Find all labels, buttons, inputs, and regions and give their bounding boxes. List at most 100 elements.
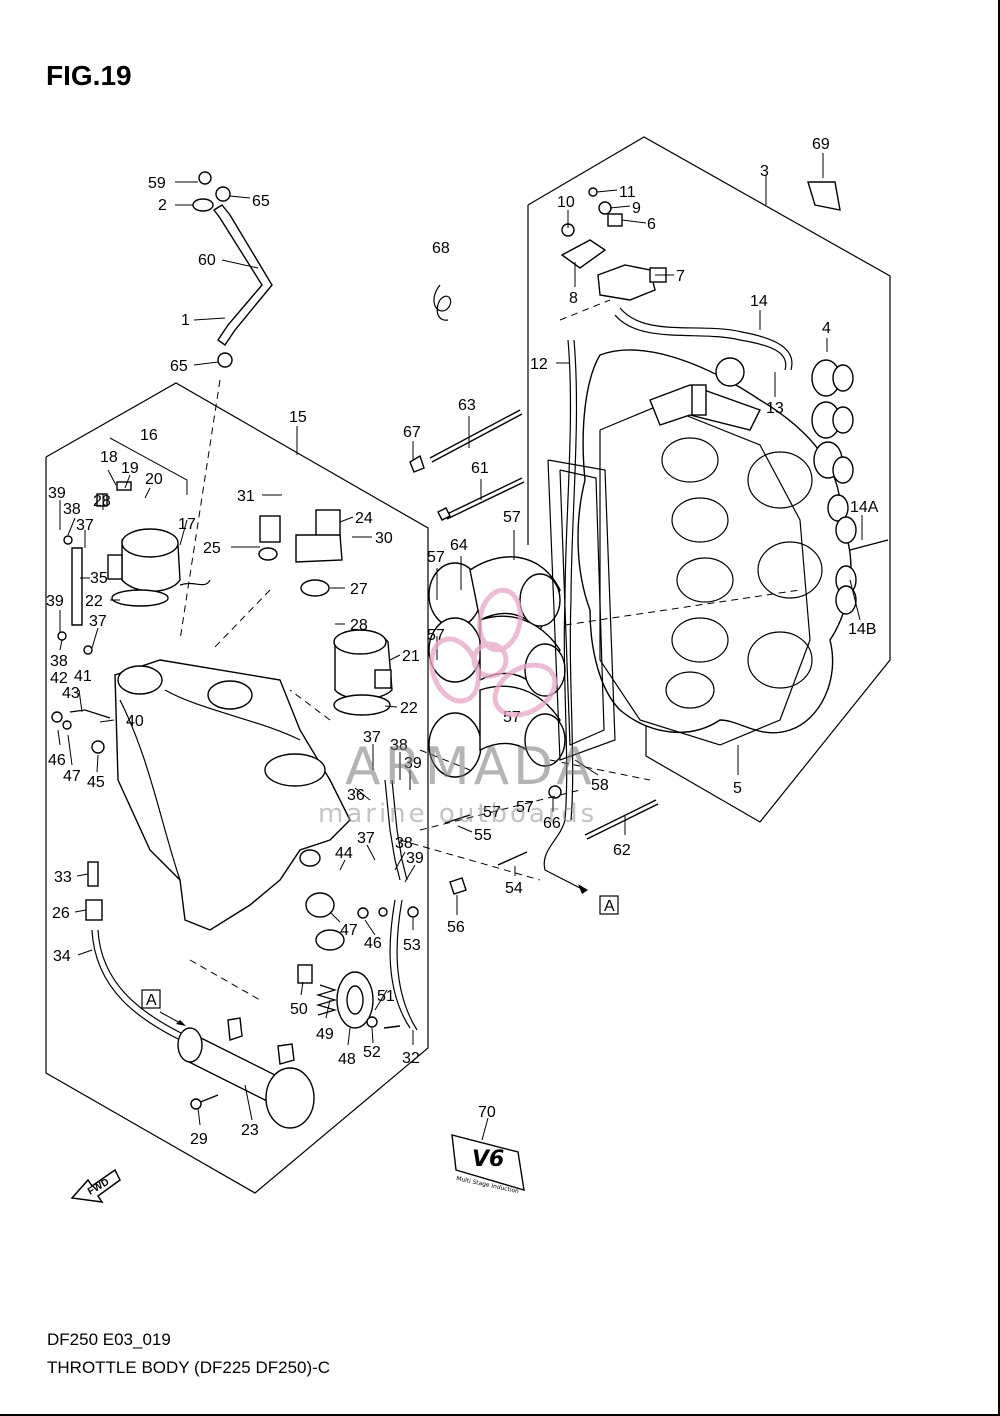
callout-63: 63 xyxy=(458,397,476,414)
callout-44: 44 xyxy=(335,845,353,862)
plenum-chamber xyxy=(114,659,351,931)
callout-65-1: 65 xyxy=(252,193,270,210)
callout-1: 1 xyxy=(181,312,190,329)
idle-hose-34 xyxy=(85,861,184,1041)
callout-57-6: 57 xyxy=(516,799,534,816)
emblem-text: V6 xyxy=(472,1147,504,1172)
callout-35: 35 xyxy=(90,570,108,587)
callout-43: 43 xyxy=(62,685,80,702)
section-marker-left-label: A xyxy=(146,992,157,1009)
callout-42: 42 xyxy=(50,670,68,687)
callout-57-5: 57 xyxy=(483,804,501,821)
callout-39-1: 39 xyxy=(48,485,66,502)
watermark-logo xyxy=(429,587,558,718)
callout-59: 59 xyxy=(148,175,166,192)
callout-55: 55 xyxy=(474,827,492,844)
callout-31: 31 xyxy=(237,488,255,505)
callout-labels: 69 3 11 10 9 6 7 8 68 14 4 12 13 63 67 6… xyxy=(46,136,879,1148)
callout-68: 68 xyxy=(432,240,450,257)
callout-3: 3 xyxy=(760,163,769,180)
callout-24: 24 xyxy=(355,510,373,527)
callout-36: 36 xyxy=(347,787,365,804)
callout-32: 32 xyxy=(402,1050,420,1067)
callout-26: 26 xyxy=(52,905,70,922)
callout-60: 60 xyxy=(198,252,216,269)
sensor-25 xyxy=(258,515,281,561)
callout-9: 9 xyxy=(632,200,641,217)
callout-7: 7 xyxy=(676,268,685,285)
callout-39-2: 39 xyxy=(46,593,64,610)
callout-4: 4 xyxy=(822,320,831,337)
callout-58: 58 xyxy=(591,777,609,794)
callout-28-2: 28 xyxy=(350,617,368,634)
callout-62: 62 xyxy=(613,842,631,859)
breather-hose xyxy=(192,171,273,368)
hose-14 xyxy=(614,307,793,371)
callout-10: 10 xyxy=(557,194,575,211)
throttle-link-35 xyxy=(51,481,132,754)
callout-38-4: 38 xyxy=(395,835,413,852)
fwd-arrow: FWD xyxy=(70,1168,121,1203)
callout-46-1: 46 xyxy=(48,752,66,769)
figure-caption: THROTTLE BODY (DF225 DF250)-C xyxy=(47,1358,331,1377)
callout-51: 51 xyxy=(377,988,395,1005)
callout-48: 48 xyxy=(338,1051,356,1068)
callout-38-2: 38 xyxy=(50,653,68,670)
bolts-right xyxy=(409,409,889,895)
callout-16: 16 xyxy=(140,427,158,444)
callout-17: 17 xyxy=(178,516,196,533)
callout-56: 56 xyxy=(447,919,465,936)
callout-15: 15 xyxy=(289,409,307,426)
callout-39-3: 39 xyxy=(404,755,422,772)
alignment-lines xyxy=(179,299,801,1001)
assembly-boxes xyxy=(45,136,891,1194)
callout-38-3: 38 xyxy=(390,737,408,754)
callout-22-2: 22 xyxy=(400,700,418,717)
callout-61: 61 xyxy=(471,460,489,477)
callout-47-2: 47 xyxy=(340,922,358,939)
callout-33: 33 xyxy=(54,869,72,886)
callout-37-1: 37 xyxy=(76,517,94,534)
callout-8: 8 xyxy=(569,290,578,307)
resonator-23 xyxy=(177,1017,315,1129)
model-code: DF250 E03_019 xyxy=(47,1330,171,1349)
callout-40: 40 xyxy=(126,713,144,730)
callout-54: 54 xyxy=(505,880,523,897)
callout-14b: 14B xyxy=(848,621,876,638)
callout-12: 12 xyxy=(530,356,548,373)
callout-13: 13 xyxy=(766,400,784,417)
callout-57-1: 57 xyxy=(503,509,521,526)
v6-emblem: V6 Multi Stage Induction xyxy=(451,1134,525,1195)
figure-title: FIG.19 xyxy=(46,60,132,91)
section-marker-right: A xyxy=(599,895,619,915)
callout-46-2: 46 xyxy=(364,935,382,952)
callout-28-1: 28 xyxy=(93,493,111,510)
callout-6: 6 xyxy=(647,216,656,233)
callout-34: 34 xyxy=(53,948,71,965)
callout-37-2: 37 xyxy=(89,613,107,630)
watermark: ARMADA marine outboards xyxy=(318,587,597,829)
leader-lines xyxy=(57,153,863,1141)
callout-57-2: 57 xyxy=(427,549,445,566)
callout-65-2: 65 xyxy=(170,358,188,375)
callout-25: 25 xyxy=(203,540,221,557)
clamp-69 xyxy=(807,181,841,211)
callout-53: 53 xyxy=(403,937,421,954)
throttle-body-16 xyxy=(107,528,211,607)
section-marker-left: A xyxy=(141,989,186,1026)
callout-69: 69 xyxy=(812,136,830,153)
callout-27: 27 xyxy=(350,581,368,598)
callout-2: 2 xyxy=(158,197,167,214)
callout-47-1: 47 xyxy=(63,768,81,785)
callout-52: 52 xyxy=(363,1044,381,1061)
clip-68 xyxy=(433,284,452,321)
callout-22-1: 22 xyxy=(85,593,103,610)
intake-manifold xyxy=(577,349,852,746)
callout-19: 19 xyxy=(121,460,139,477)
callout-18: 18 xyxy=(100,449,118,466)
callout-14a: 14A xyxy=(850,499,879,516)
throttle-body-21 xyxy=(333,629,393,716)
watermark-tagline: marine outboards xyxy=(318,799,597,829)
